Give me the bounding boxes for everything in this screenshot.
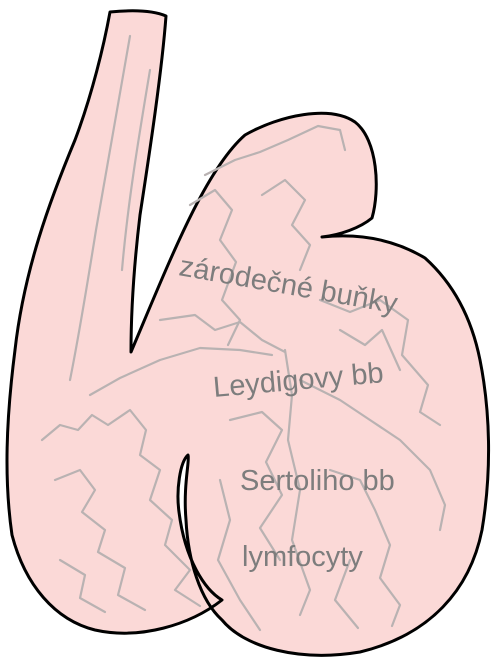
label-sertoli-cells: Sertoliho bb xyxy=(240,465,395,497)
label-lymphocytes: lymfocyty xyxy=(242,541,363,573)
